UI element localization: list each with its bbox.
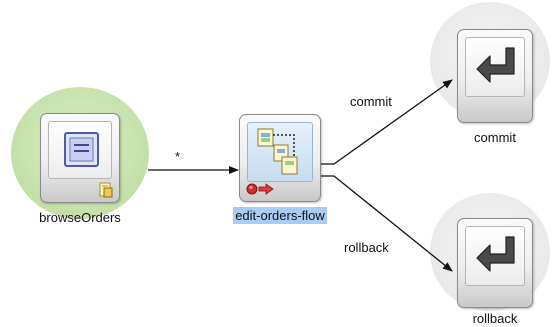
browse-orders-label: browseOrders bbox=[39, 210, 121, 225]
view-page-icon bbox=[64, 132, 99, 167]
edge-label-rollback: rollback bbox=[344, 240, 389, 255]
return-arrow-icon bbox=[476, 236, 515, 272]
commit-label: commit bbox=[474, 130, 516, 145]
rollback-label: rollback bbox=[472, 311, 518, 326]
transaction-icon bbox=[246, 183, 274, 195]
edit-orders-flow-node[interactable] bbox=[239, 114, 321, 202]
edge-flow-to-rollback[interactable] bbox=[320, 175, 453, 272]
return-arrow-icon bbox=[476, 47, 515, 83]
rollback-node[interactable] bbox=[457, 218, 533, 308]
commit-node[interactable] bbox=[457, 29, 533, 123]
task-flow-icon bbox=[257, 128, 298, 175]
edit-orders-flow-label-text: edit-orders-flow bbox=[233, 207, 327, 224]
browse-orders-node[interactable] bbox=[40, 113, 120, 203]
page-definition-icon bbox=[99, 182, 113, 198]
edge-flow-to-commit[interactable] bbox=[320, 79, 453, 165]
edge-label-star: * bbox=[175, 149, 181, 164]
edge-label-commit: commit bbox=[350, 94, 392, 109]
edit-orders-flow-label: edit-orders-flow bbox=[220, 207, 340, 224]
